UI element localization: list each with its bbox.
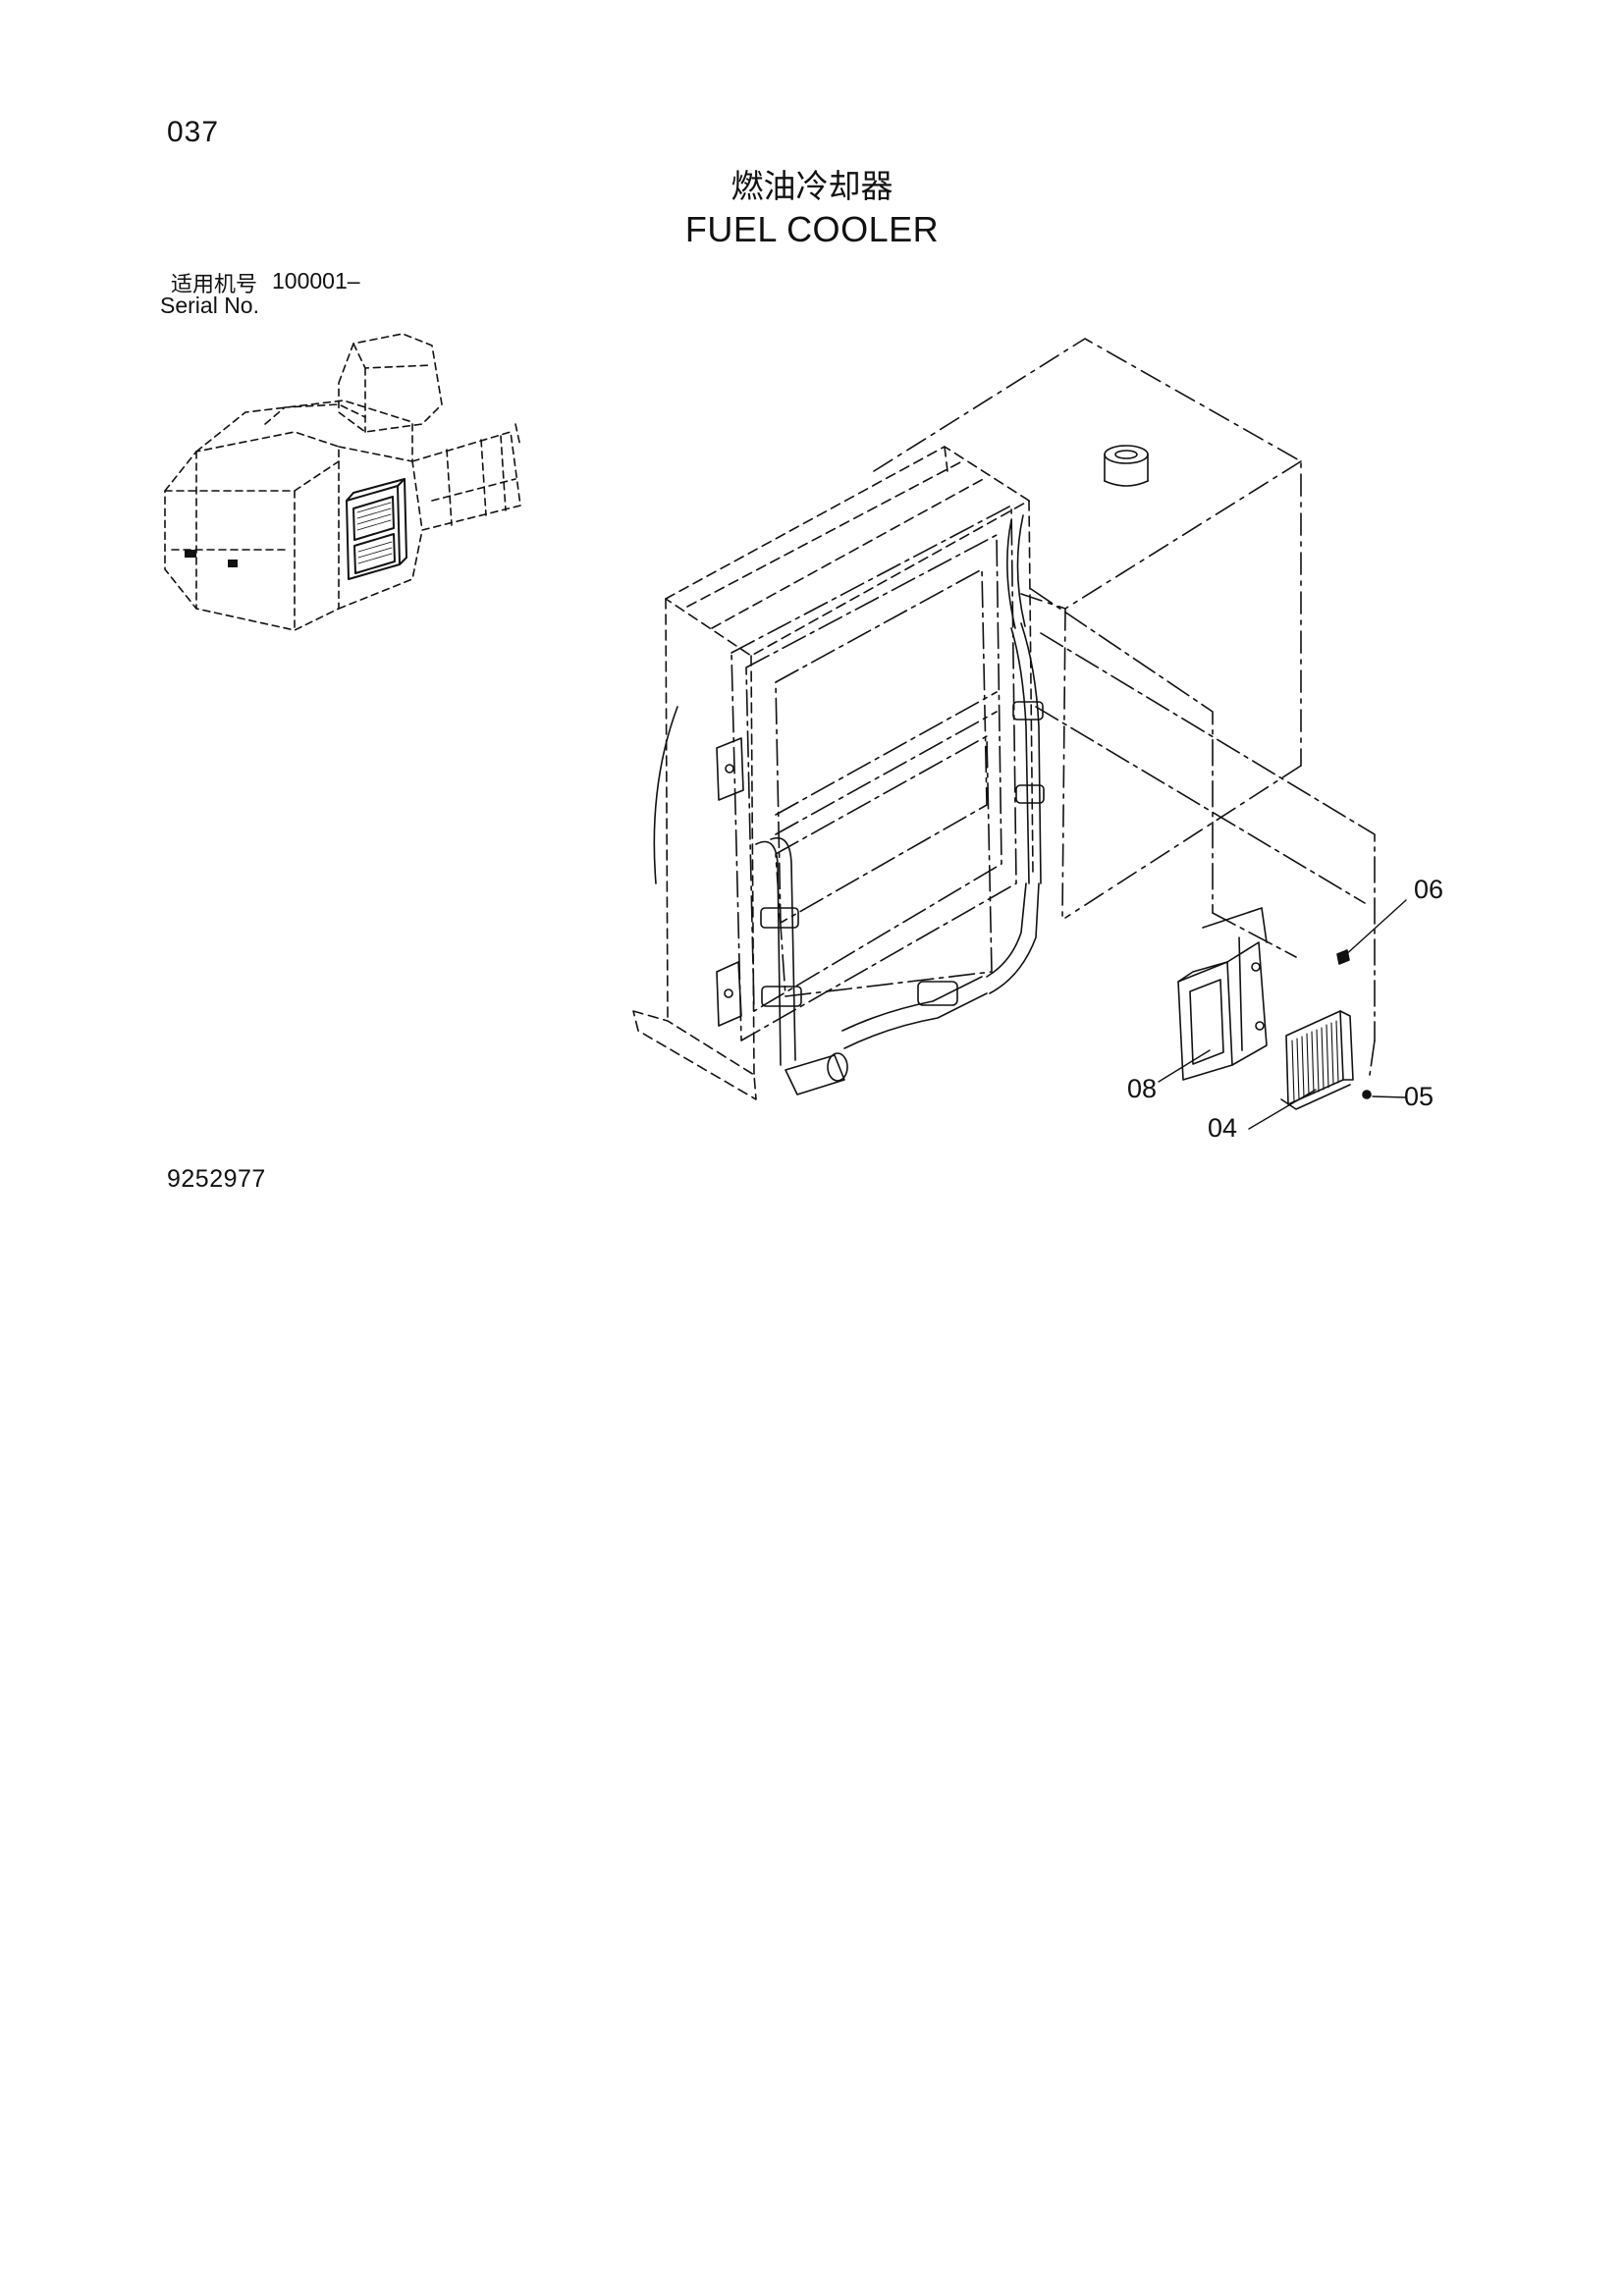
callout-08: 08 [1127,1074,1157,1103]
coolant-hoses [755,514,1045,1095]
exploded-guide-lines [1030,588,1376,1076]
serial-label: Serial No. [160,293,259,318]
callout-04: 04 [1208,1113,1237,1143]
part-08-bracket [1177,907,1268,1081]
serial-label-chinese: 适用机号 [171,273,258,297]
callout-05: 05 [1404,1082,1434,1111]
part-04-fuel-cooler [1280,1010,1354,1110]
serial-range: 100001– [272,268,360,294]
machine-location-thumbnail [164,333,521,631]
page-number: 037 [167,116,220,148]
filler-cap [1104,445,1149,487]
page-title: FUEL COOLER [684,209,940,249]
page-title-chinese: 燃油冷却器 [731,167,893,205]
drawing-number: 9252977 [167,1165,266,1193]
callout-06: 06 [1414,875,1443,904]
fuel-tank-outline [873,338,1302,919]
radiator-assembly [632,446,1034,1100]
callout-leaders [1158,899,1407,1130]
